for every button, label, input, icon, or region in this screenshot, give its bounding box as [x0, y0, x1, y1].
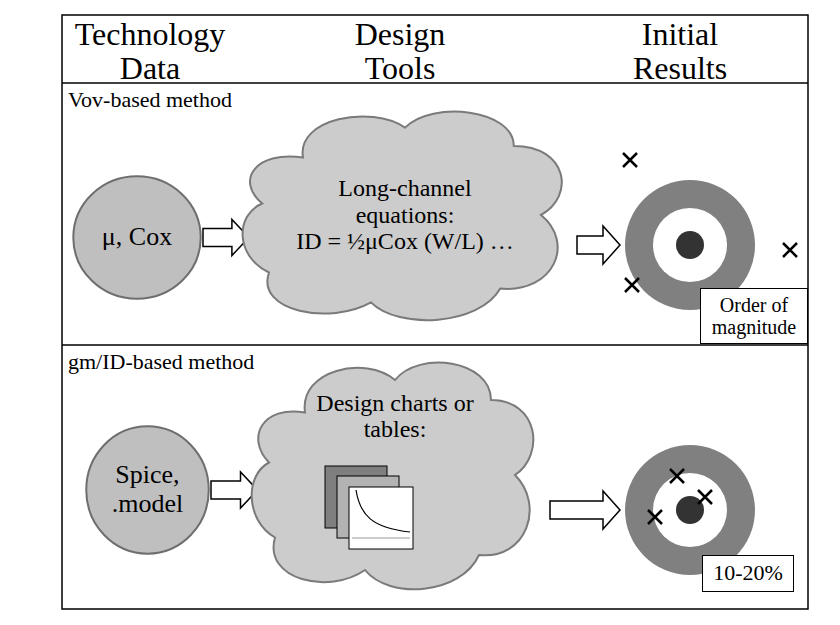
node-label: Spice, .model: [103, 461, 193, 518]
node-content: 10-20%: [703, 556, 793, 591]
method-label: Vov-based method: [68, 88, 288, 111]
column-heading: Initial Results: [615, 18, 745, 85]
column-heading: Technology Data: [60, 18, 240, 85]
text-group: 10-20%: [713, 561, 783, 585]
text-group: Order of magnitude: [707, 294, 802, 338]
chart-axis: [352, 538, 410, 539]
design-tool-cloud: Design charts or tables:: [245, 350, 545, 600]
node-label: ID = ½μCox (W/L) …: [296, 228, 514, 254]
node-content: μ, Cox: [72, 175, 202, 300]
text-group: Long-channel equations:ID = ½μCox (W/L) …: [296, 175, 514, 254]
cloud-outline: [245, 350, 545, 600]
chart-sheet-front: [349, 487, 413, 549]
design-tool-cloud: Long-channel equations:ID = ½μCox (W/L) …: [235, 100, 575, 330]
technology-ellipse: μ, Cox: [72, 175, 202, 300]
node-label: μ, Cox: [102, 223, 172, 252]
node-content: Design charts or tables:: [245, 350, 545, 600]
block-arrow: [211, 472, 258, 508]
row-rule: [62, 344, 808, 346]
column-heading: Design Tools: [340, 18, 460, 85]
method-label: gm/ID-based method: [68, 350, 298, 373]
node-label: 10-20%: [713, 561, 783, 585]
node-content: Spice, .model: [85, 425, 210, 555]
accuracy-box: 10-20%: [702, 555, 794, 592]
outer-frame: [62, 15, 808, 609]
chart-curve: [356, 490, 410, 532]
node-label: Long-channel equations:: [315, 175, 495, 228]
text-group: μ, Cox: [102, 223, 172, 252]
result-arrow-top: [577, 226, 620, 264]
hit-marks-bottom: [648, 469, 712, 524]
miss-marks-top: [623, 153, 797, 292]
text-group: Design charts or tables:: [315, 390, 475, 443]
node-label: Design charts or tables:: [315, 390, 475, 443]
result-arrow-bottom: [550, 491, 620, 529]
node-label: Order of magnitude: [707, 294, 802, 338]
accuracy-box: Order of magnitude: [700, 288, 808, 344]
node-content: Order of magnitude: [701, 289, 807, 343]
node-content: Long-channel equations:ID = ½μCox (W/L) …: [235, 100, 575, 330]
technology-ellipse: Spice, .model: [85, 425, 210, 555]
text-group: Spice, .model: [103, 461, 193, 518]
